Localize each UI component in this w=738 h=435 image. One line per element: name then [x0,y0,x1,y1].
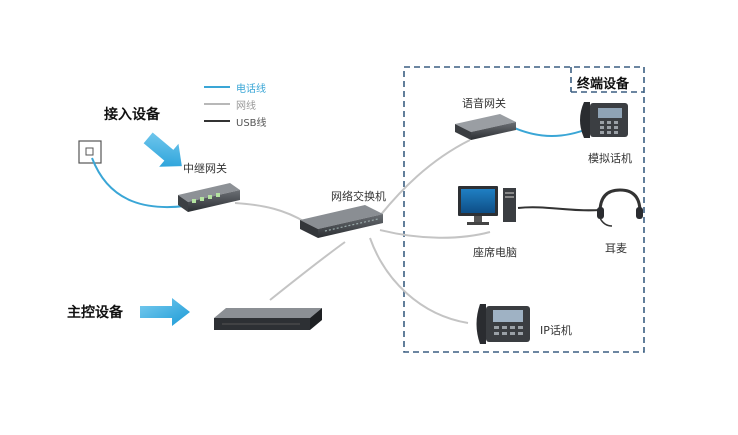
network-switch-device [300,205,383,238]
access-arrow [143,132,182,167]
access-devices-label: 接入设备 [104,107,160,123]
voice-gateway-label: 语音网关 [462,97,506,110]
desktop-pc-device [458,186,516,225]
network-switch-label: 网络交换机 [331,190,386,203]
legend-usb-label: USB线 [236,118,267,129]
headset-device [597,188,643,227]
control-devices-label: 主控设备 [67,305,123,321]
control-arrow [140,298,190,326]
desktop-pc-label: 座席电脑 [473,246,517,259]
legend-network-label: 网线 [236,101,256,112]
ip-phone-device [476,304,530,344]
relay-gateway-label: 中继网关 [183,162,227,175]
headset-label: 耳麦 [605,242,627,255]
analog-phone-device [580,102,628,138]
voice-gateway-device [455,114,516,140]
main-control-server [214,308,322,330]
ip-phone-label: IP话机 [540,324,572,337]
terminal-devices-label: 终端设备 [577,77,630,92]
legend-phone-label: 电话线 [236,84,266,95]
relay-gateway-device [178,183,240,212]
wall-socket [78,140,102,164]
analog-phone-label: 模拟话机 [588,152,632,165]
terminal-devices-frame [403,66,645,353]
